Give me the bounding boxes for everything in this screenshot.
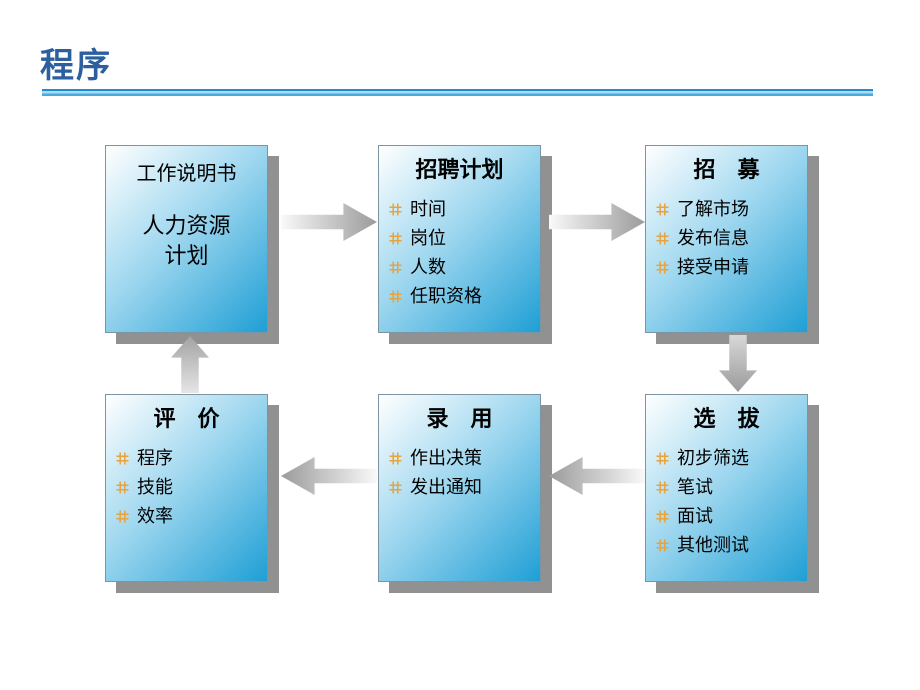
arrow-right-icon [281, 203, 377, 241]
arrow-right-icon [549, 203, 645, 241]
list-item: 其他测试 [646, 529, 807, 558]
list-item: 程序 [106, 442, 267, 471]
list-item: 接受申请 [646, 251, 807, 280]
list-item: 发布信息 [646, 222, 807, 251]
list-item-label: 任职资格 [410, 285, 482, 307]
list-item: 面试 [646, 500, 807, 529]
grid-bullet-icon [389, 288, 402, 303]
box-title: 评 价 [153, 407, 220, 432]
grid-bullet-icon [116, 450, 129, 465]
box-title: 录 用 [426, 407, 493, 432]
list-item-label: 发出通知 [410, 476, 482, 498]
grid-bullet-icon [389, 450, 402, 465]
list-item: 了解市场 [646, 193, 807, 222]
grid-bullet-icon [116, 479, 129, 494]
list-item-label: 接受申请 [677, 256, 749, 278]
box-item-list: 时间岗位人数任职资格 [379, 193, 540, 309]
box-item-list: 作出决策发出通知 [379, 442, 540, 500]
grid-bullet-icon [656, 479, 669, 494]
list-item: 时间 [379, 193, 540, 222]
grid-bullet-icon [656, 450, 669, 465]
box-center-line: 计划 [164, 244, 209, 269]
flow-box-evaluation: 评 价程序技能效率 [105, 394, 268, 582]
arrow-left-icon [549, 457, 645, 495]
list-item: 任职资格 [379, 280, 540, 309]
list-item-label: 作出决策 [410, 447, 482, 469]
grid-bullet-icon [389, 479, 402, 494]
box-title: 选 拔 [693, 407, 760, 432]
box-center-line: 人力资源 [142, 214, 231, 239]
grid-bullet-icon [389, 201, 402, 216]
box-title: 招聘计划 [415, 158, 504, 183]
list-item: 作出决策 [379, 442, 540, 471]
list-item-label: 初步筛选 [677, 447, 749, 469]
box-item-list: 了解市场发布信息接受申请 [646, 193, 807, 280]
flow-box-job-spec: 工作说明书人力资源计划 [105, 145, 268, 333]
box-item-list: 初步筛选笔试面试其他测试 [646, 442, 807, 558]
grid-bullet-icon [656, 508, 669, 523]
list-item: 人数 [379, 251, 540, 280]
flow-box-recruit-plan: 招聘计划时间岗位人数任职资格 [378, 145, 541, 333]
grid-bullet-icon [656, 259, 669, 274]
flow-box-recruitment: 招 募了解市场发布信息接受申请 [645, 145, 808, 333]
arrow-up-icon [171, 336, 209, 393]
box-item-list: 程序技能效率 [106, 442, 267, 529]
list-item-label: 程序 [137, 447, 173, 469]
arrow-down-icon [719, 335, 757, 392]
box-title: 工作说明书 [136, 161, 237, 185]
flow-box-employment: 录 用作出决策发出通知 [378, 394, 541, 582]
list-item: 初步筛选 [646, 442, 807, 471]
list-item-label: 效率 [137, 505, 173, 527]
list-item: 岗位 [379, 222, 540, 251]
list-item-label: 发布信息 [677, 227, 749, 249]
grid-bullet-icon [389, 230, 402, 245]
flow-box-selection: 选 拔初步筛选笔试面试其他测试 [645, 394, 808, 582]
list-item-label: 笔试 [677, 476, 713, 498]
list-item-label: 技能 [137, 476, 173, 498]
grid-bullet-icon [116, 508, 129, 523]
grid-bullet-icon [656, 537, 669, 552]
list-item: 效率 [106, 500, 267, 529]
list-item-label: 时间 [410, 198, 446, 220]
grid-bullet-icon [389, 259, 402, 274]
page-title: 程序 [40, 46, 112, 86]
arrow-left-icon [281, 457, 377, 495]
list-item-label: 面试 [677, 505, 713, 527]
list-item: 技能 [106, 471, 267, 500]
list-item-label: 人数 [410, 256, 446, 278]
list-item-label: 了解市场 [677, 198, 749, 220]
grid-bullet-icon [656, 201, 669, 216]
list-item: 发出通知 [379, 471, 540, 500]
grid-bullet-icon [656, 230, 669, 245]
box-center-text: 人力资源计划 [106, 212, 267, 272]
list-item: 笔试 [646, 471, 807, 500]
list-item-label: 岗位 [410, 227, 446, 249]
list-item-label: 其他测试 [677, 534, 749, 556]
title-underline [42, 89, 873, 96]
box-title: 招 募 [693, 158, 760, 183]
